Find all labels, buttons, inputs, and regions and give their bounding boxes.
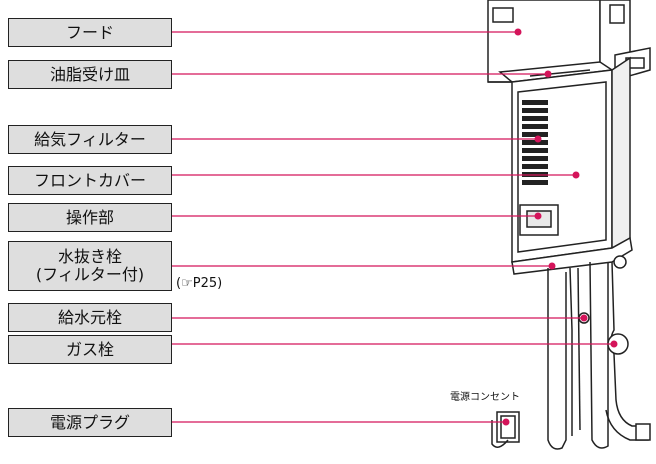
- page-reference: (☞P25): [176, 276, 223, 291]
- label-oil-tray-text: 油脂受け皿: [49, 64, 130, 84]
- heater-body-drawing: [511, 56, 633, 275]
- label-power-plug: 電源プラグ: [8, 408, 172, 437]
- label-gas-valve-text: ガス栓: [65, 339, 114, 359]
- label-drain-plug: 水抜き栓 (フィルター付): [8, 241, 172, 291]
- label-water-valve: 給水元栓: [8, 303, 172, 332]
- hood-drawing: [487, 0, 631, 84]
- outlet-caption: 電源コンセント: [450, 392, 520, 403]
- label-control-panel: 操作部: [8, 203, 172, 232]
- label-hood: フード: [8, 18, 172, 47]
- label-oil-tray: 油脂受け皿: [8, 60, 172, 89]
- label-intake-filter-text: 給気フィルター: [34, 129, 146, 149]
- power-outlet-drawing: [491, 411, 520, 448]
- label-water-valve-text: 給水元栓: [57, 307, 122, 327]
- label-hood-text: フード: [65, 22, 114, 42]
- label-intake-filter: 給気フィルター: [8, 125, 172, 154]
- label-drain-plug-line1: 水抜き栓: [57, 247, 122, 266]
- label-front-cover: フロントカバー: [8, 166, 172, 195]
- pipes-drawing: [547, 255, 651, 450]
- label-power-plug-text: 電源プラグ: [49, 412, 130, 432]
- label-drain-plug-line2: (フィルター付): [35, 265, 145, 284]
- leader-dots: [502, 28, 618, 426]
- leader-lines: [172, 31, 614, 423]
- label-control-panel-text: 操作部: [65, 207, 114, 227]
- label-front-cover-text: フロントカバー: [33, 170, 146, 190]
- label-gas-valve: ガス栓: [8, 335, 172, 364]
